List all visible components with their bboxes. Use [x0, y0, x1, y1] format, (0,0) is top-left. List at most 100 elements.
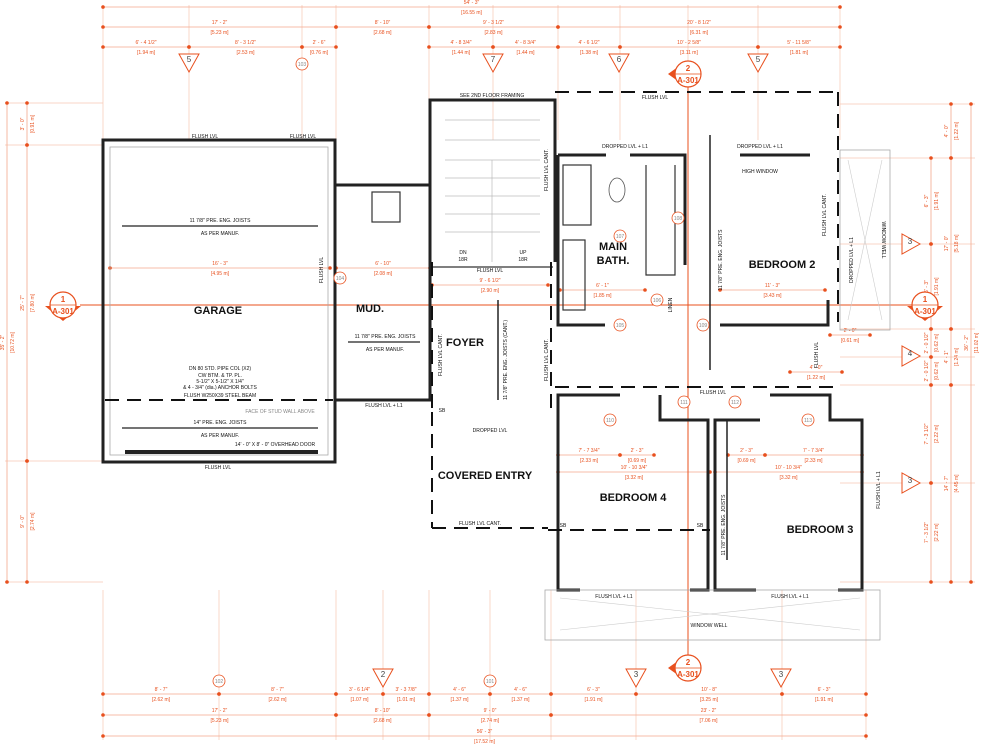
dimension-metric: [2.53 m] — [236, 50, 255, 56]
dimension-metric: [2.62 m] — [268, 697, 287, 703]
dimension-dot — [929, 355, 933, 359]
tag-label: 104 — [336, 276, 345, 282]
dimension-dot — [929, 580, 933, 584]
marker-label: 5 — [187, 55, 192, 64]
elevation-marker[interactable]: 7 — [482, 53, 504, 74]
dimension-dot — [334, 713, 338, 717]
tag-circle-icon — [728, 395, 742, 409]
dimension-dot — [101, 25, 105, 29]
dimension-metric: [0.61 m] — [841, 338, 860, 344]
dimension-imperial: 9' - 0" — [484, 708, 497, 714]
section-number: 1 — [61, 295, 66, 304]
door-tag[interactable]: 107 — [613, 229, 627, 243]
tag-circle-icon — [650, 293, 664, 307]
door-tag[interactable]: 110 — [603, 413, 617, 427]
dimension-imperial: 6' - 3" — [924, 280, 930, 293]
section-number: 2 — [686, 64, 691, 73]
note-pipe-col-3: 5-1/2" X 5-1/2" X 1/4" — [196, 379, 244, 385]
door-tag[interactable]: 105 — [613, 318, 627, 332]
dimension-metric: [2.74 m] — [30, 512, 36, 531]
door-tag[interactable]: 109 — [696, 318, 710, 332]
section-sheet: A-301 — [677, 670, 699, 679]
dimension-dot — [427, 692, 431, 696]
elevation-marker[interactable]: 6 — [608, 53, 630, 74]
note-window-well-right: WINDOW WELL — [880, 222, 886, 259]
main-bath-top — [630, 153, 687, 265]
room-main-bath-line1: MAIN — [599, 241, 627, 253]
dimension-metric: [1.91 m] — [934, 191, 940, 210]
dimension-metric: [3.11 m] — [680, 50, 698, 56]
dimension-dot — [101, 692, 105, 696]
door-tag[interactable]: 106 — [650, 293, 664, 307]
note-as-per-manuf-14: AS PER MANUF. — [201, 433, 239, 439]
dimension-dot — [25, 580, 29, 584]
dimension-imperial: 10' - 2 5/8" — [677, 40, 701, 46]
note-dropped-lvl: DROPPED LVL — [473, 428, 508, 434]
dimension-imperial: 7' - 3 1/2" — [924, 522, 930, 543]
note-flush-lvl-11-bed4: FLUSH LVL + L1 — [595, 594, 633, 600]
dimension-imperial: 4' - 8 3/4" — [515, 40, 536, 46]
door-tag[interactable]: 111 — [677, 395, 691, 409]
marker-label: 2 — [381, 670, 386, 679]
dimension-metric: [1.01 m] — [397, 697, 416, 703]
triangle-marker-icon — [625, 668, 647, 689]
elevation-marker[interactable]: 5 — [747, 53, 769, 74]
door-tag[interactable]: 112 — [728, 395, 742, 409]
dimension-dot — [718, 288, 722, 292]
dimension-imperial: 35' - 2" — [0, 335, 6, 351]
dimension-metric: [1.37 m] — [450, 697, 469, 703]
dimension-dot — [427, 45, 431, 49]
tag-label: 107 — [616, 234, 625, 240]
dimension-dot — [840, 370, 844, 374]
dimension-dot — [868, 333, 872, 337]
door-tag[interactable]: 113 — [801, 413, 815, 427]
note-see-2nd-floor: SEE 2ND FLOOR FRAMING — [460, 93, 525, 99]
dimension-imperial: 2' - 3" — [740, 448, 753, 454]
dimension-dot — [25, 143, 29, 147]
dimension-metric: [2.74 m] — [481, 718, 500, 724]
door-tag[interactable]: 104 — [333, 271, 347, 285]
door-tag[interactable]: 103 — [295, 57, 309, 71]
dimension-imperial: 3' - 6 1/4" — [349, 687, 370, 693]
note-flush-lvl-garage: FLUSH LVL — [205, 465, 232, 471]
dimension-metric: [2.33 m] — [804, 458, 823, 464]
dimension-dot — [427, 25, 431, 29]
note-sb-right: SB — [697, 523, 704, 529]
bathtub — [562, 164, 592, 226]
elevation-marker[interactable]: 2 — [372, 668, 394, 689]
door-tag[interactable]: 102 — [212, 674, 226, 688]
dimension-dot — [969, 102, 973, 106]
dimension-metric: [17.52 m] — [474, 739, 495, 744]
elevation-marker[interactable]: 5 — [178, 53, 200, 74]
dimension-imperial: 2' - 0 1/2" — [924, 332, 930, 353]
note-sb-foyer: SB — [439, 408, 446, 414]
elevation-marker[interactable]: 3 — [901, 472, 922, 494]
note-as-per-manuf-mud: AS PER MANUF. — [366, 347, 404, 353]
door-tag[interactable]: 101 — [483, 674, 497, 688]
dimension-dot — [949, 102, 953, 106]
tag-label: 111 — [680, 400, 688, 406]
tag-circle-icon — [696, 318, 710, 332]
door-tag[interactable]: 108 — [671, 211, 685, 225]
section-marker[interactable]: 1A-301 — [45, 291, 81, 321]
room-bedroom-4: BEDROOM 4 — [600, 492, 668, 504]
note-flush-lvl-closet: FLUSH LVL — [814, 342, 820, 369]
dimension-metric: [2.08 m] — [374, 271, 393, 277]
elevation-marker[interactable]: 3 — [625, 668, 647, 689]
dimension-imperial: 2' - 0" — [844, 328, 857, 334]
elevation-marker[interactable]: 3 — [770, 668, 792, 689]
elevation-marker[interactable]: 3 — [901, 233, 922, 255]
triangle-marker-icon — [901, 233, 922, 255]
section-marker[interactable]: 1A-301 — [907, 291, 943, 321]
elevation-marker[interactable]: 4 — [901, 345, 922, 367]
section-marker[interactable]: 2A-301 — [668, 60, 702, 88]
tag-label: 101 — [486, 679, 495, 685]
note-flush-lvl-11-bed3-side: FLUSH LVL + L1 — [876, 471, 882, 509]
dimension-imperial: 4' - 6" — [514, 687, 527, 693]
dimension-imperial: 14' - 7" — [944, 476, 950, 492]
dimension-dot — [217, 692, 221, 696]
note-joists-mud: 11 7/8" PRE. ENG. JOISTS — [355, 334, 417, 340]
section-marker[interactable]: 2A-301 — [668, 654, 702, 682]
dimension-imperial: 8' - 7" — [155, 687, 168, 693]
dimension-metric: [1.22 m] — [954, 121, 960, 140]
